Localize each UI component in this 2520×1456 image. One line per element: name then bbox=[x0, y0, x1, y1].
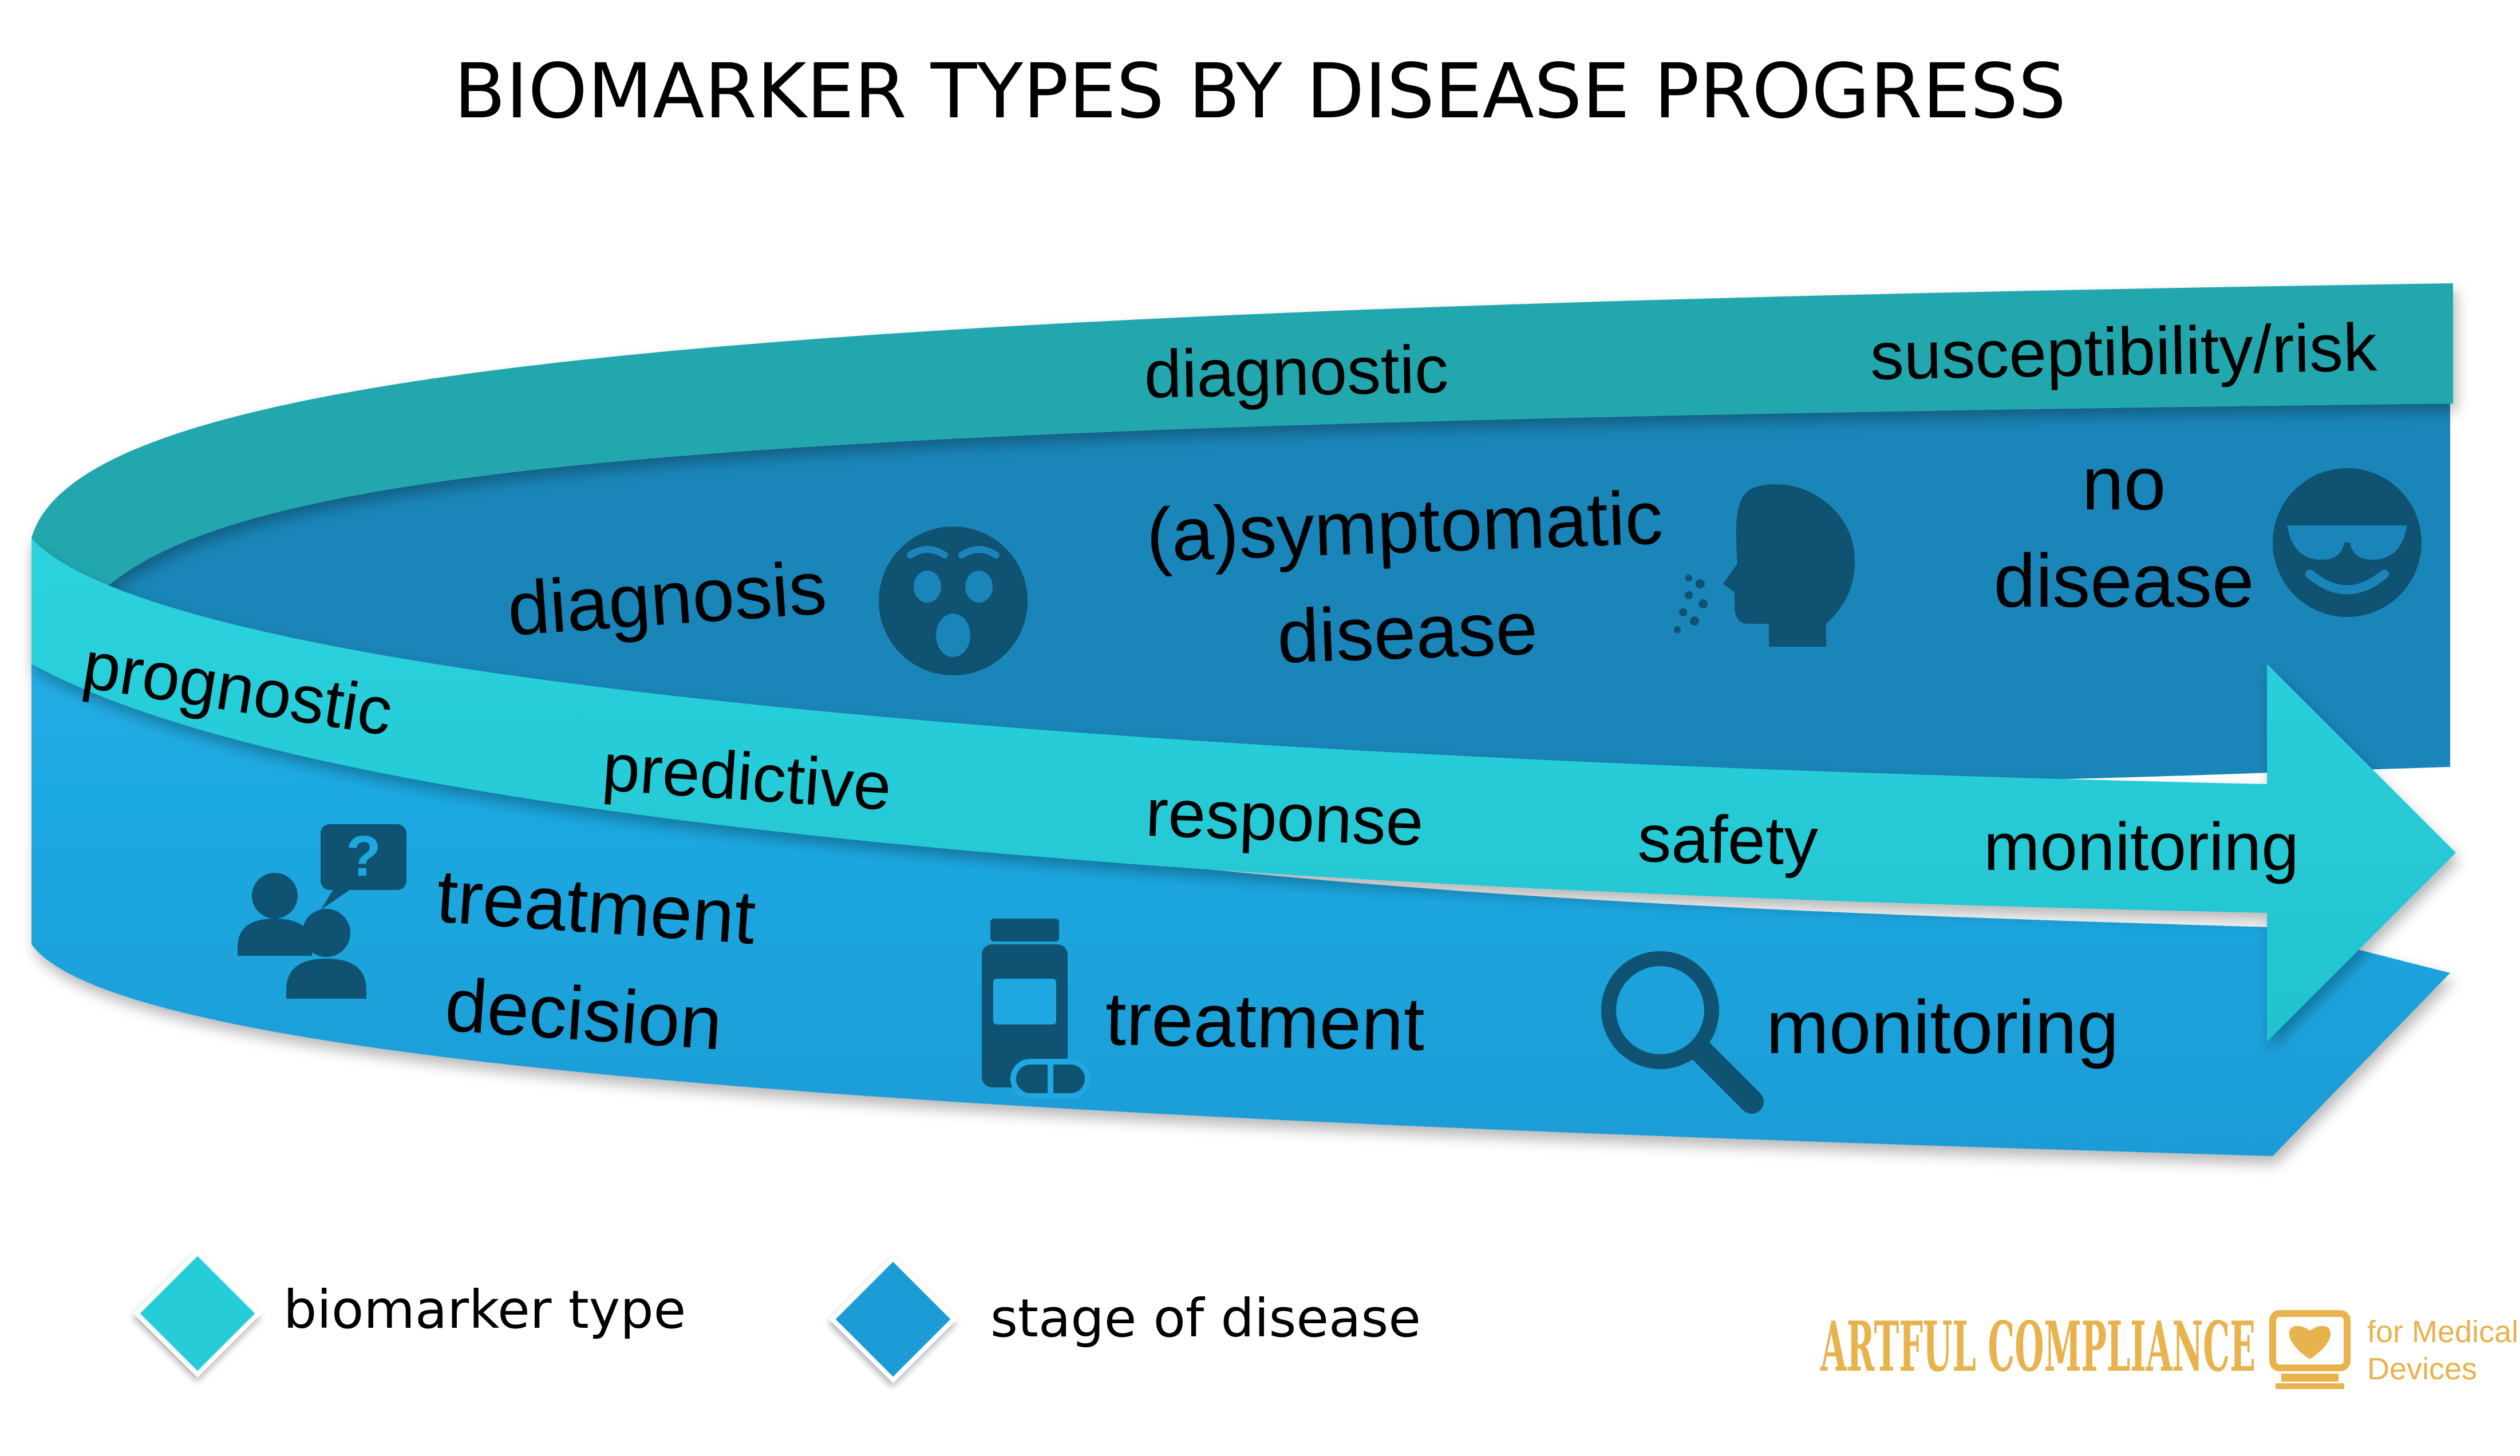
stage-monitoring: monitoring bbox=[1766, 985, 2119, 1069]
brand-logo: ARTFUL COMPLIANCE for Medical Devices bbox=[1820, 1307, 2518, 1389]
brand-sub-line2: Devices bbox=[2367, 1352, 2477, 1386]
label-monitoring-type: monitoring bbox=[1984, 809, 2299, 885]
brand-sub-line1: for Medical bbox=[2367, 1315, 2518, 1349]
legend-item-stage-of-disease: stage of disease bbox=[829, 1255, 1421, 1383]
label-response: response bbox=[1144, 775, 1425, 860]
stage-no-disease-line2: disease bbox=[1994, 539, 2254, 623]
svg-text:?: ? bbox=[346, 824, 381, 888]
label-susceptibility-risk: susceptibility/risk bbox=[1870, 310, 2378, 394]
label-diagnostic: diagnostic bbox=[1144, 331, 1449, 412]
stage-asymptomatic-line1: (a)symptomatic bbox=[1145, 475, 1664, 577]
stage-treatment: treatment bbox=[1105, 976, 1425, 1066]
heart-monitor-icon bbox=[2269, 1310, 2351, 1389]
biomarker-band-arrow bbox=[31, 538, 2456, 1042]
magnifier-icon bbox=[1601, 951, 1764, 1114]
page-title: BIOMARKER TYPES BY DISEASE PROGRESS bbox=[454, 48, 2066, 136]
legend-swatch-biomarker bbox=[133, 1249, 262, 1378]
stage-treatment-decision-line2: decision bbox=[443, 962, 725, 1065]
brand-name: ARTFUL COMPLIANCE bbox=[1820, 1307, 2256, 1387]
medicine-bottle-icon bbox=[982, 919, 1091, 1099]
biomarker-band-top bbox=[31, 283, 2453, 595]
stage-band-upper bbox=[97, 403, 2450, 785]
legend-item-biomarker-type: biomarker type bbox=[133, 1249, 686, 1378]
people-question-icon: ? bbox=[238, 824, 406, 999]
sneezing-head-icon bbox=[1674, 484, 1855, 647]
stage-no-disease-line1: no bbox=[2082, 441, 2166, 525]
label-safety: safety bbox=[1637, 801, 1819, 879]
legend-label-biomarker-type: biomarker type bbox=[283, 1279, 686, 1340]
stage-asymptomatic-line2: disease bbox=[1275, 585, 1539, 679]
legend-swatch-stage bbox=[829, 1255, 957, 1383]
sunglasses-face-icon bbox=[2273, 468, 2422, 617]
legend-label-stage-of-disease: stage of disease bbox=[990, 1288, 1421, 1349]
surprised-face-icon bbox=[879, 527, 1028, 675]
stage-arrow-lower bbox=[31, 572, 2450, 1156]
